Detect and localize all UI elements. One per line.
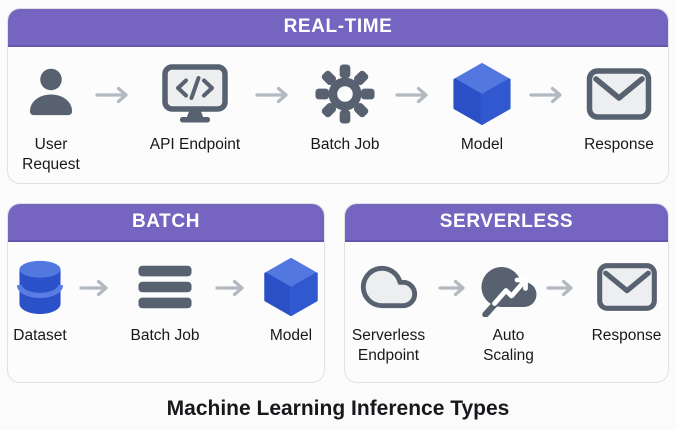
- envelope-icon: [586, 61, 652, 127]
- monitor-code-icon: [160, 61, 230, 127]
- serverless-card: SERVERLESS Serverless Endpoint: [344, 203, 669, 383]
- batch-header: BATCH: [8, 204, 324, 242]
- node-label: Response: [591, 327, 662, 344]
- node-label: Dataset: [13, 327, 67, 344]
- node-model: Model: [253, 256, 324, 346]
- node-api-endpoint: API Endpoint: [137, 61, 253, 155]
- node-label: User Request: [22, 136, 80, 173]
- node-auto-scaling: Auto Scaling: [474, 256, 544, 366]
- realtime-header: REAL-TIME: [8, 9, 668, 47]
- node-response: Response: [582, 256, 669, 346]
- realtime-flow: User Request API Endpoint: [8, 47, 668, 175]
- node-model: Model: [437, 61, 527, 155]
- cube-icon: [451, 61, 513, 127]
- arrow-right-icon: [255, 86, 295, 104]
- serverless-header: SERVERLESS: [345, 204, 668, 242]
- batch-card: BATCH Dataset: [7, 203, 325, 383]
- arrow-right-icon: [545, 279, 580, 297]
- stacked-bars-icon: [137, 256, 193, 318]
- arrow-right-icon: [79, 279, 115, 297]
- envelope-icon: [596, 256, 658, 318]
- arrow-right-icon: [529, 86, 569, 104]
- node-label: Batch Job: [130, 327, 200, 344]
- batch-flow: Dataset Batch Job: [8, 242, 324, 346]
- batch-header-label: BATCH: [131, 211, 201, 232]
- node-label: Response: [584, 136, 654, 153]
- node-label: Model: [269, 327, 313, 344]
- cloud-trend-up-icon: [478, 256, 540, 318]
- node-label: Auto Scaling: [483, 327, 534, 364]
- node-label: API Endpoint: [149, 136, 241, 153]
- database-icon: [12, 256, 68, 318]
- node-serverless-endpoint: Serverless Endpoint: [345, 256, 436, 366]
- cloud-icon: [358, 256, 420, 318]
- serverless-flow: Serverless Endpoint Auto Scaling: [345, 242, 668, 366]
- page-title: Machine Learning Inference Types: [166, 397, 510, 420]
- realtime-header-label: REAL-TIME: [283, 16, 393, 37]
- node-label: Batch Job: [310, 136, 380, 153]
- arrow-right-icon: [95, 86, 135, 104]
- arrow-right-icon: [215, 279, 251, 297]
- node-batch-job: Batch Job: [117, 256, 213, 346]
- realtime-card: REAL-TIME User Request: [7, 8, 669, 184]
- node-dataset: Dataset: [8, 256, 77, 346]
- cube-icon: [262, 256, 320, 318]
- user-icon: [21, 61, 81, 127]
- node-label: Model: [460, 136, 504, 153]
- node-batch-job: Batch Job: [297, 61, 393, 155]
- node-label: Serverless Endpoint: [351, 327, 426, 364]
- node-response: Response: [571, 61, 667, 155]
- gear-icon: [314, 61, 376, 127]
- node-user-request: User Request: [9, 61, 93, 175]
- serverless-header-label: SERVERLESS: [439, 211, 574, 232]
- arrow-right-icon: [437, 279, 472, 297]
- arrow-right-icon: [395, 86, 435, 104]
